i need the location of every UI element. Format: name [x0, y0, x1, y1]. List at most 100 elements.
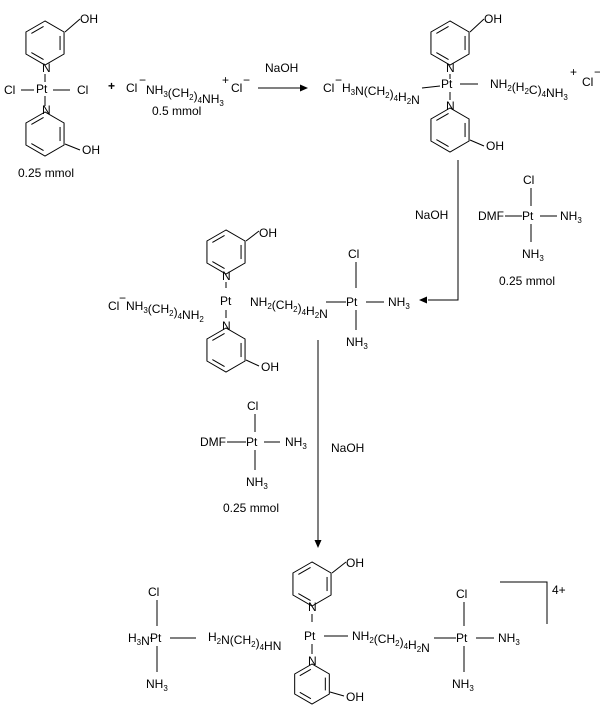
hydroxyl-label: OH: [259, 226, 277, 240]
subscript: 3: [577, 216, 582, 225]
oh-bond: [245, 359, 260, 367]
subscript: 3: [351, 88, 356, 97]
oh-bond: [469, 139, 485, 147]
platinum-label: Pt: [246, 435, 258, 449]
subscript: 3: [302, 442, 307, 451]
subscript: 2: [199, 315, 204, 324]
double-bond-line: [212, 261, 225, 269]
formula-part: (CH: [148, 302, 169, 316]
formula-part: NH: [146, 83, 163, 97]
double-bond-line: [31, 117, 44, 125]
formula-part: NH: [346, 335, 363, 349]
nitrogen-label: N: [222, 269, 231, 283]
double-bond-line: [436, 113, 449, 121]
subscript: 3: [363, 342, 368, 351]
formula-part: NH: [246, 475, 263, 489]
double-bond-line: [212, 333, 225, 341]
formula-part: (CH: [374, 632, 395, 646]
condition-label: NaOH: [331, 441, 364, 455]
pyridine-ring-outline: [430, 107, 470, 153]
platinum-label: Pt: [36, 82, 48, 96]
formula-part: NH: [202, 92, 219, 106]
pyridine-ring-top-p3: [292, 561, 332, 607]
formula-part: ): [174, 305, 178, 319]
subscript: 3: [143, 306, 148, 315]
pyridine-ring-outline: [294, 663, 330, 705]
pyridine-ring-bottom-p1: [430, 107, 470, 153]
ammine-label: NH3: [498, 631, 520, 647]
formula-part: NH: [285, 435, 302, 449]
subscript: 2: [315, 311, 320, 320]
chloride-counterion: Cl: [582, 75, 593, 89]
amount-label: 0.25 mmol: [223, 501, 279, 515]
hydroxyl-label: OH: [346, 556, 364, 570]
formula-part: ): [400, 635, 404, 649]
plus-charge: +: [222, 73, 229, 87]
subscript: 4: [198, 96, 203, 105]
ammine-label: NH3: [346, 335, 368, 351]
formula-part: ): [256, 636, 260, 650]
formula-part: ): [194, 89, 198, 103]
nitrogen-label: N: [308, 654, 317, 668]
subscript: 4: [302, 308, 307, 317]
formula-part: (CH: [272, 298, 293, 312]
subscript: 4: [394, 94, 399, 103]
minus-charge: −: [139, 73, 146, 87]
formula-part: N: [141, 634, 150, 648]
nitrogen-label: N: [42, 61, 51, 75]
subscript: 2: [217, 637, 222, 646]
formula-part: H: [208, 630, 217, 644]
subscript: 2: [507, 84, 512, 93]
oh-bond: [329, 691, 345, 697]
formula-part: NH: [388, 295, 405, 309]
platinum-label: Pt: [220, 294, 232, 308]
formula-part: ): [390, 87, 394, 101]
formula-part: N(CH: [221, 633, 251, 647]
ammine-label: NH3: [285, 435, 307, 451]
hydroxyl-label: OH: [484, 12, 502, 26]
minus-charge: −: [335, 73, 342, 87]
chloride-counterion: Cl: [108, 299, 119, 313]
reaction-arrow-2-shaft: [428, 160, 459, 301]
reaction-arrow-1-head: [300, 84, 308, 92]
subscript: 2: [251, 640, 256, 649]
formula-part: NH: [146, 677, 163, 691]
formula-part: −: [594, 65, 600, 79]
chloride-counterion: Cl: [323, 81, 334, 95]
hydroxyl-label: OH: [82, 143, 100, 157]
double-bond-line: [436, 52, 449, 60]
ammine-label: H3N: [128, 631, 150, 648]
subscript: 3: [163, 684, 168, 693]
amount-label: 0.25 mmol: [18, 166, 74, 180]
platinum-label: Pt: [456, 631, 468, 645]
platinum-label: Pt: [346, 295, 358, 309]
formula-part: Cl: [231, 81, 242, 95]
subscript: 2: [407, 97, 412, 106]
platinum-label: Pt: [441, 77, 453, 91]
subscript: 3: [163, 90, 168, 99]
formula-part: NH: [352, 629, 369, 643]
condition-label: NaOH: [265, 61, 298, 75]
subscript: 3: [515, 638, 520, 647]
double-bond-line: [31, 143, 44, 151]
pyridine-ring-bottom-p2: [206, 327, 246, 373]
subscript: 3: [263, 482, 268, 491]
plus-charge: +: [570, 65, 577, 79]
ammine-label: NH3: [146, 677, 168, 693]
chloride-label: Cl: [456, 587, 467, 601]
formula-part: +: [222, 73, 229, 87]
amine-chain-left: NH3(CH2)4NH2: [126, 299, 204, 324]
amine-bridge-left: H2N(CH2)4HN: [208, 630, 281, 653]
subscript: 2: [189, 93, 194, 102]
subscript: 2: [169, 309, 174, 318]
platinum-label: Pt: [150, 631, 162, 645]
subscript: 2: [524, 87, 529, 96]
subscript: 3: [469, 684, 474, 693]
hydroxyl-label: OH: [346, 690, 364, 704]
nitrogen-label: N: [446, 99, 455, 113]
formula-part: C): [529, 83, 542, 97]
subscript: 2: [395, 639, 400, 648]
double-bond-line: [436, 26, 449, 34]
subscript: 3: [219, 99, 224, 108]
pyridine-ring-outline: [206, 229, 246, 275]
